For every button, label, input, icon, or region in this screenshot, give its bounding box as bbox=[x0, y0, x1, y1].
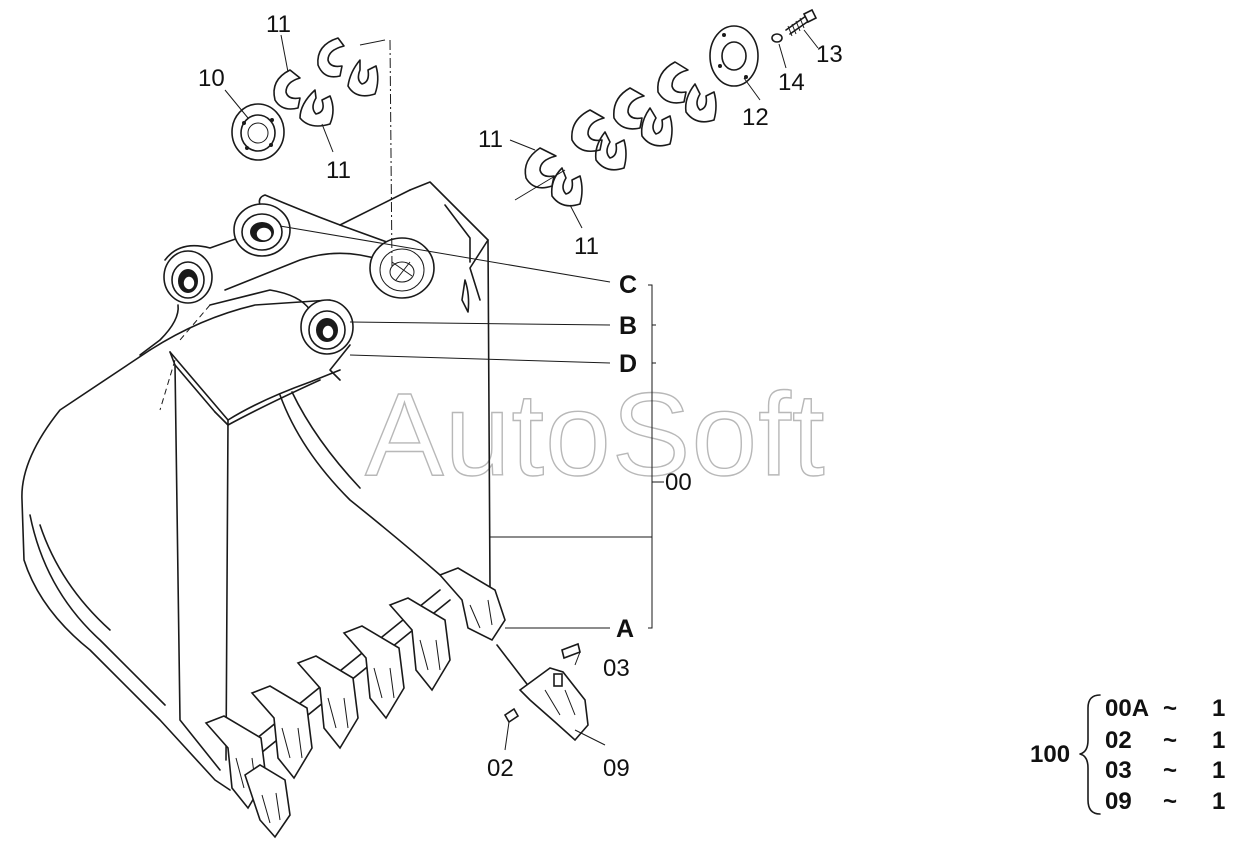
callout-B: B bbox=[619, 312, 637, 340]
kit-row-part: 03 bbox=[1105, 757, 1132, 784]
kit-row-qty: 1 bbox=[1212, 695, 1225, 722]
kit-assembly-number: 100 bbox=[1030, 741, 1070, 768]
shims-11-right bbox=[524, 61, 717, 207]
exploded-tooth bbox=[496, 642, 589, 742]
kit-row-qty: 1 bbox=[1212, 757, 1225, 784]
kit-row-part: 00A bbox=[1105, 695, 1149, 722]
kit-row-tilde: ~ bbox=[1163, 727, 1177, 754]
callout-11b: 11 bbox=[326, 157, 351, 184]
kit-row-part: 09 bbox=[1105, 788, 1132, 815]
callout-03: 03 bbox=[603, 655, 630, 682]
leader-lines bbox=[224, 29, 819, 751]
callout-11c: 11 bbox=[478, 126, 503, 153]
callout-A: A bbox=[616, 615, 634, 643]
callout-D: D bbox=[619, 350, 637, 378]
callout-02: 02 bbox=[487, 755, 514, 782]
kit-row-qty: 1 bbox=[1212, 788, 1225, 815]
watermark: AutoSoft bbox=[365, 369, 826, 501]
callout-12: 12 bbox=[742, 104, 769, 131]
end-plate-12 bbox=[709, 25, 759, 87]
shims-11-upper bbox=[273, 37, 379, 127]
callout-00: 00 bbox=[665, 469, 692, 496]
bucket-teeth bbox=[204, 567, 506, 839]
kit-row-tilde: ~ bbox=[1163, 757, 1177, 784]
kit-row-tilde: ~ bbox=[1163, 788, 1177, 815]
callout-labels: 10 11 11 11 11 12 13 14 03 02 09 00 C B … bbox=[198, 11, 843, 782]
shim-ring-10 bbox=[231, 103, 285, 161]
linkage-bosses bbox=[139, 194, 435, 381]
kit-row-tilde: ~ bbox=[1163, 695, 1177, 722]
callout-09: 09 bbox=[603, 755, 630, 782]
callout-11d: 11 bbox=[574, 233, 599, 260]
kit-row-part: 02 bbox=[1105, 727, 1132, 754]
bolt-13-washer-14 bbox=[771, 8, 818, 43]
callout-10: 10 bbox=[198, 65, 225, 92]
callout-14: 14 bbox=[778, 69, 805, 96]
kit-row-qty: 1 bbox=[1212, 727, 1225, 754]
callout-C: C bbox=[619, 271, 637, 299]
kit-table: 100 00A ~ 1 02 ~ 1 03 ~ 1 09 ~ 1 bbox=[1030, 694, 1225, 815]
callout-13: 13 bbox=[816, 41, 843, 68]
callout-11a: 11 bbox=[266, 11, 291, 38]
